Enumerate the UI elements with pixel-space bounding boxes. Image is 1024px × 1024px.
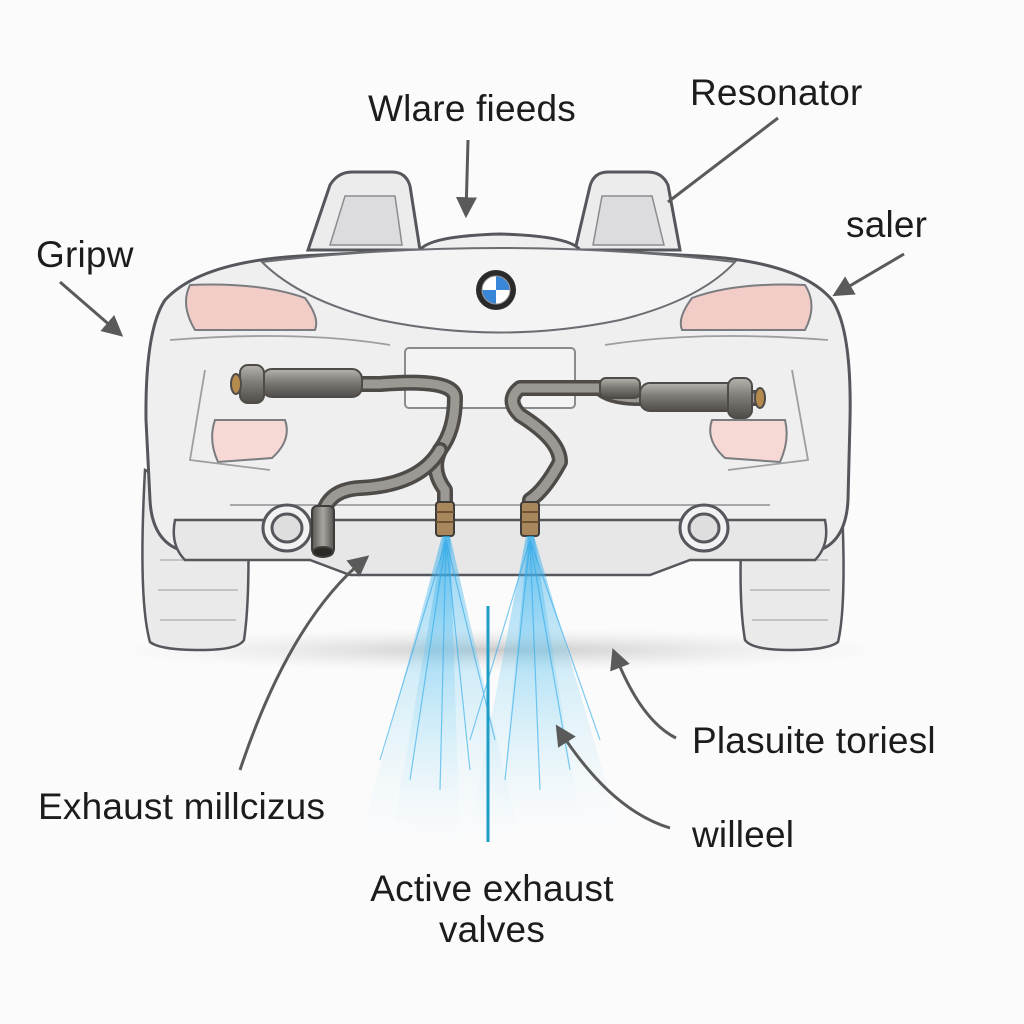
bmw-logo (476, 270, 516, 310)
label-bottom-center-line2: valves (438, 909, 546, 951)
pipe-outlets (311, 501, 540, 558)
callout-arrows (59, 116, 905, 830)
exhaust-tips (261, 503, 730, 553)
label-top-center: Wlare fieeds (367, 88, 577, 129)
label-bottom-center-line1: Active exhaust (370, 868, 614, 909)
label-right: saler (846, 204, 928, 245)
label-bottom-center: Active exhaust valves (370, 868, 613, 951)
arrow-bottom-right-upper (610, 648, 677, 740)
arrow-bottom-left (238, 555, 370, 771)
valve-sprays (360, 536, 620, 842)
label-bottom-right-lower: willeel (692, 814, 795, 855)
arrow-top-center (455, 139, 477, 219)
rear-diffuser (172, 518, 828, 577)
mufflers (230, 364, 766, 419)
arrow-bottom-right-lower (555, 724, 671, 830)
roll-hoops (305, 170, 682, 252)
label-left: Gripw (36, 234, 134, 275)
arrow-resonator (667, 116, 779, 204)
label-bottom-right-upper: Plasuite toriesl (692, 720, 936, 761)
label-bottom-left: Exhaust millcizus (38, 786, 326, 827)
tail-lights (185, 283, 813, 464)
label-resonator: Resonator (690, 72, 863, 113)
arrow-left (59, 280, 124, 337)
arrow-right (832, 252, 905, 297)
